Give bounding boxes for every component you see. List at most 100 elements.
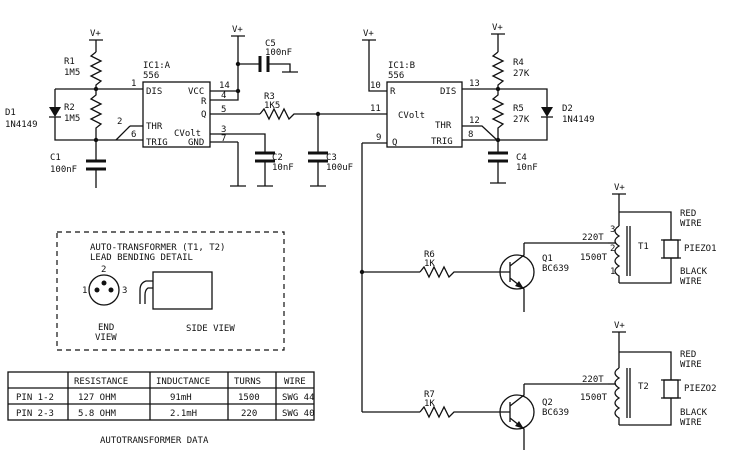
ic1a-chip: IC1:A 556 DIS VCC R Q THR CVolt TRIG GND…	[130, 25, 298, 187]
r1-value: 1M5	[64, 68, 80, 78]
piezo2	[663, 379, 679, 399]
side-view-body	[152, 271, 213, 310]
ic1b-thr: THR	[435, 121, 452, 131]
d2-name: D2	[562, 104, 573, 114]
d1-name: D1	[5, 108, 16, 118]
c3-name: C3	[326, 153, 337, 163]
q2-name: Q2	[542, 398, 553, 408]
r7-name: R7	[424, 390, 435, 400]
end-view-pin1: 1	[82, 286, 87, 296]
t2-turns-b: 1500T	[580, 393, 608, 403]
d1-diode	[49, 107, 61, 117]
piezo2-black-a: BLACK	[680, 408, 708, 418]
end-view-label-b: VIEW	[95, 333, 117, 343]
table-cell: 2.1mH	[170, 409, 197, 419]
r2-value: 1M5	[64, 114, 80, 124]
ic1b-pin12-label: 12	[469, 116, 480, 126]
c5-capacitor	[258, 56, 270, 72]
detail-title: AUTO-TRANSFORMER (T1, T2)	[90, 243, 225, 253]
ic1b-pin9-label: 9	[376, 133, 381, 143]
ic1b-r: R	[390, 87, 396, 97]
table-cell: PIN 1-2	[16, 393, 54, 403]
ic1a-q: Q	[201, 110, 206, 120]
ic1a-name: IC1:A	[143, 61, 171, 71]
d1-value: 1N4149	[5, 120, 38, 130]
piezo1-red-a: RED	[680, 209, 696, 219]
t1-pin2: 2	[610, 244, 615, 254]
end-view-pin3: 3	[122, 286, 127, 296]
driver-stage-2: R7 1K Q2 BC639 220T 1500T V+ T2 PIEZO2 R…	[419, 321, 717, 450]
r5-name: R5	[513, 104, 524, 114]
piezo1-black-b: WIRE	[680, 277, 702, 287]
r3-name: R3	[264, 92, 275, 102]
r2-name: R2	[64, 103, 75, 113]
ic1b-chip: IC1:B 556 R DIS CVolt THR TRIG Q V+ 10 1…	[362, 29, 498, 148]
ic1a-pin7-label: 7	[221, 134, 226, 144]
r4-name: R4	[513, 58, 524, 68]
vplus-label: V+	[614, 183, 625, 193]
ic1b-pin11-label: 11	[370, 104, 381, 114]
piezo1-name: PIEZO1	[684, 244, 717, 254]
vplus-label: V+	[614, 321, 625, 331]
t1-pin1: 1	[610, 267, 615, 277]
q1-part: BC639	[542, 264, 569, 274]
driver-stage-1: R6 1K Q1 BC639 220T 1500T V+ 3 2 1 T1 PI…	[419, 183, 717, 312]
table-header-cell: WIRE	[284, 377, 306, 387]
table-header-cell: RESISTANCE	[74, 377, 128, 387]
left-timing-network: V+ R1 1M5 R2 1M5 D1 1N4149 C1 100nF 2	[5, 29, 131, 188]
r4-value: 27K	[513, 69, 530, 79]
ic1a-pin5-label: 5	[221, 105, 226, 115]
ic1b-pin10-label: 10	[370, 81, 381, 91]
ic1a-pin2-label: 2	[117, 117, 122, 127]
end-view-pin2: 2	[101, 265, 106, 275]
c5-value: 100nF	[265, 48, 292, 58]
c1-name: C1	[50, 153, 61, 163]
c4-value: 10nF	[516, 163, 538, 173]
r3-value: 1K5	[264, 101, 280, 111]
ic1a-gnd: GND	[188, 138, 204, 148]
piezo2-red-b: WIRE	[680, 360, 702, 370]
detail-subtitle: LEAD BENDING DETAIL	[90, 253, 193, 263]
table-cell: 220	[241, 409, 257, 419]
r7-resistor	[419, 405, 500, 419]
ic1a-vcc: VCC	[188, 87, 204, 97]
ic1b-cvolt: CVolt	[398, 111, 425, 121]
r6-value: 1K	[424, 259, 435, 269]
piezo1	[663, 239, 679, 259]
c4-capacitor	[488, 151, 508, 163]
ic1b-pin13-label: 13	[469, 79, 480, 89]
piezo2-black-b: WIRE	[680, 418, 702, 428]
piezo2-red-a: RED	[680, 350, 696, 360]
q1-name: Q1	[542, 254, 553, 264]
table-cell: SWG 44	[282, 393, 315, 403]
ic1b-pin8-label: 8	[468, 130, 473, 140]
r4-resistor	[491, 51, 505, 89]
table-cell: SWG 40	[282, 409, 315, 419]
ic1b-q: Q	[392, 138, 397, 148]
ic1a-pin6-label: 6	[131, 130, 136, 140]
c2-value: 10nF	[272, 163, 294, 173]
right-timing-network: V+ R4 27K R5 27K D2 1N4149 C4 10nF	[488, 23, 595, 184]
r1-resistor	[89, 51, 103, 89]
r1-name: R1	[64, 57, 75, 67]
table-cell: 1500	[238, 393, 260, 403]
c1-capacitor	[86, 159, 106, 171]
d2-diode	[541, 107, 553, 117]
r2-resistor	[89, 89, 103, 140]
side-view-label: SIDE VIEW	[186, 324, 235, 334]
table-cell: 5.8 OHM	[78, 409, 117, 419]
ic1a-dis: DIS	[146, 87, 162, 97]
output-bus	[359, 143, 420, 413]
end-view-circle	[88, 274, 120, 306]
coupling-network: R3 1K5 C3 100uF	[259, 92, 367, 187]
ic1b-trig: TRIG	[431, 137, 453, 147]
ic1b-dis: DIS	[440, 87, 456, 97]
c4-name: C4	[516, 153, 527, 163]
table-cell: PIN 2-3	[16, 409, 54, 419]
table-cell: 91mH	[170, 393, 192, 403]
vplus-label: V+	[232, 25, 243, 35]
ic1a-trig: TRIG	[146, 138, 168, 148]
t1-coil	[614, 225, 621, 283]
t1-pin3: 3	[610, 225, 615, 235]
